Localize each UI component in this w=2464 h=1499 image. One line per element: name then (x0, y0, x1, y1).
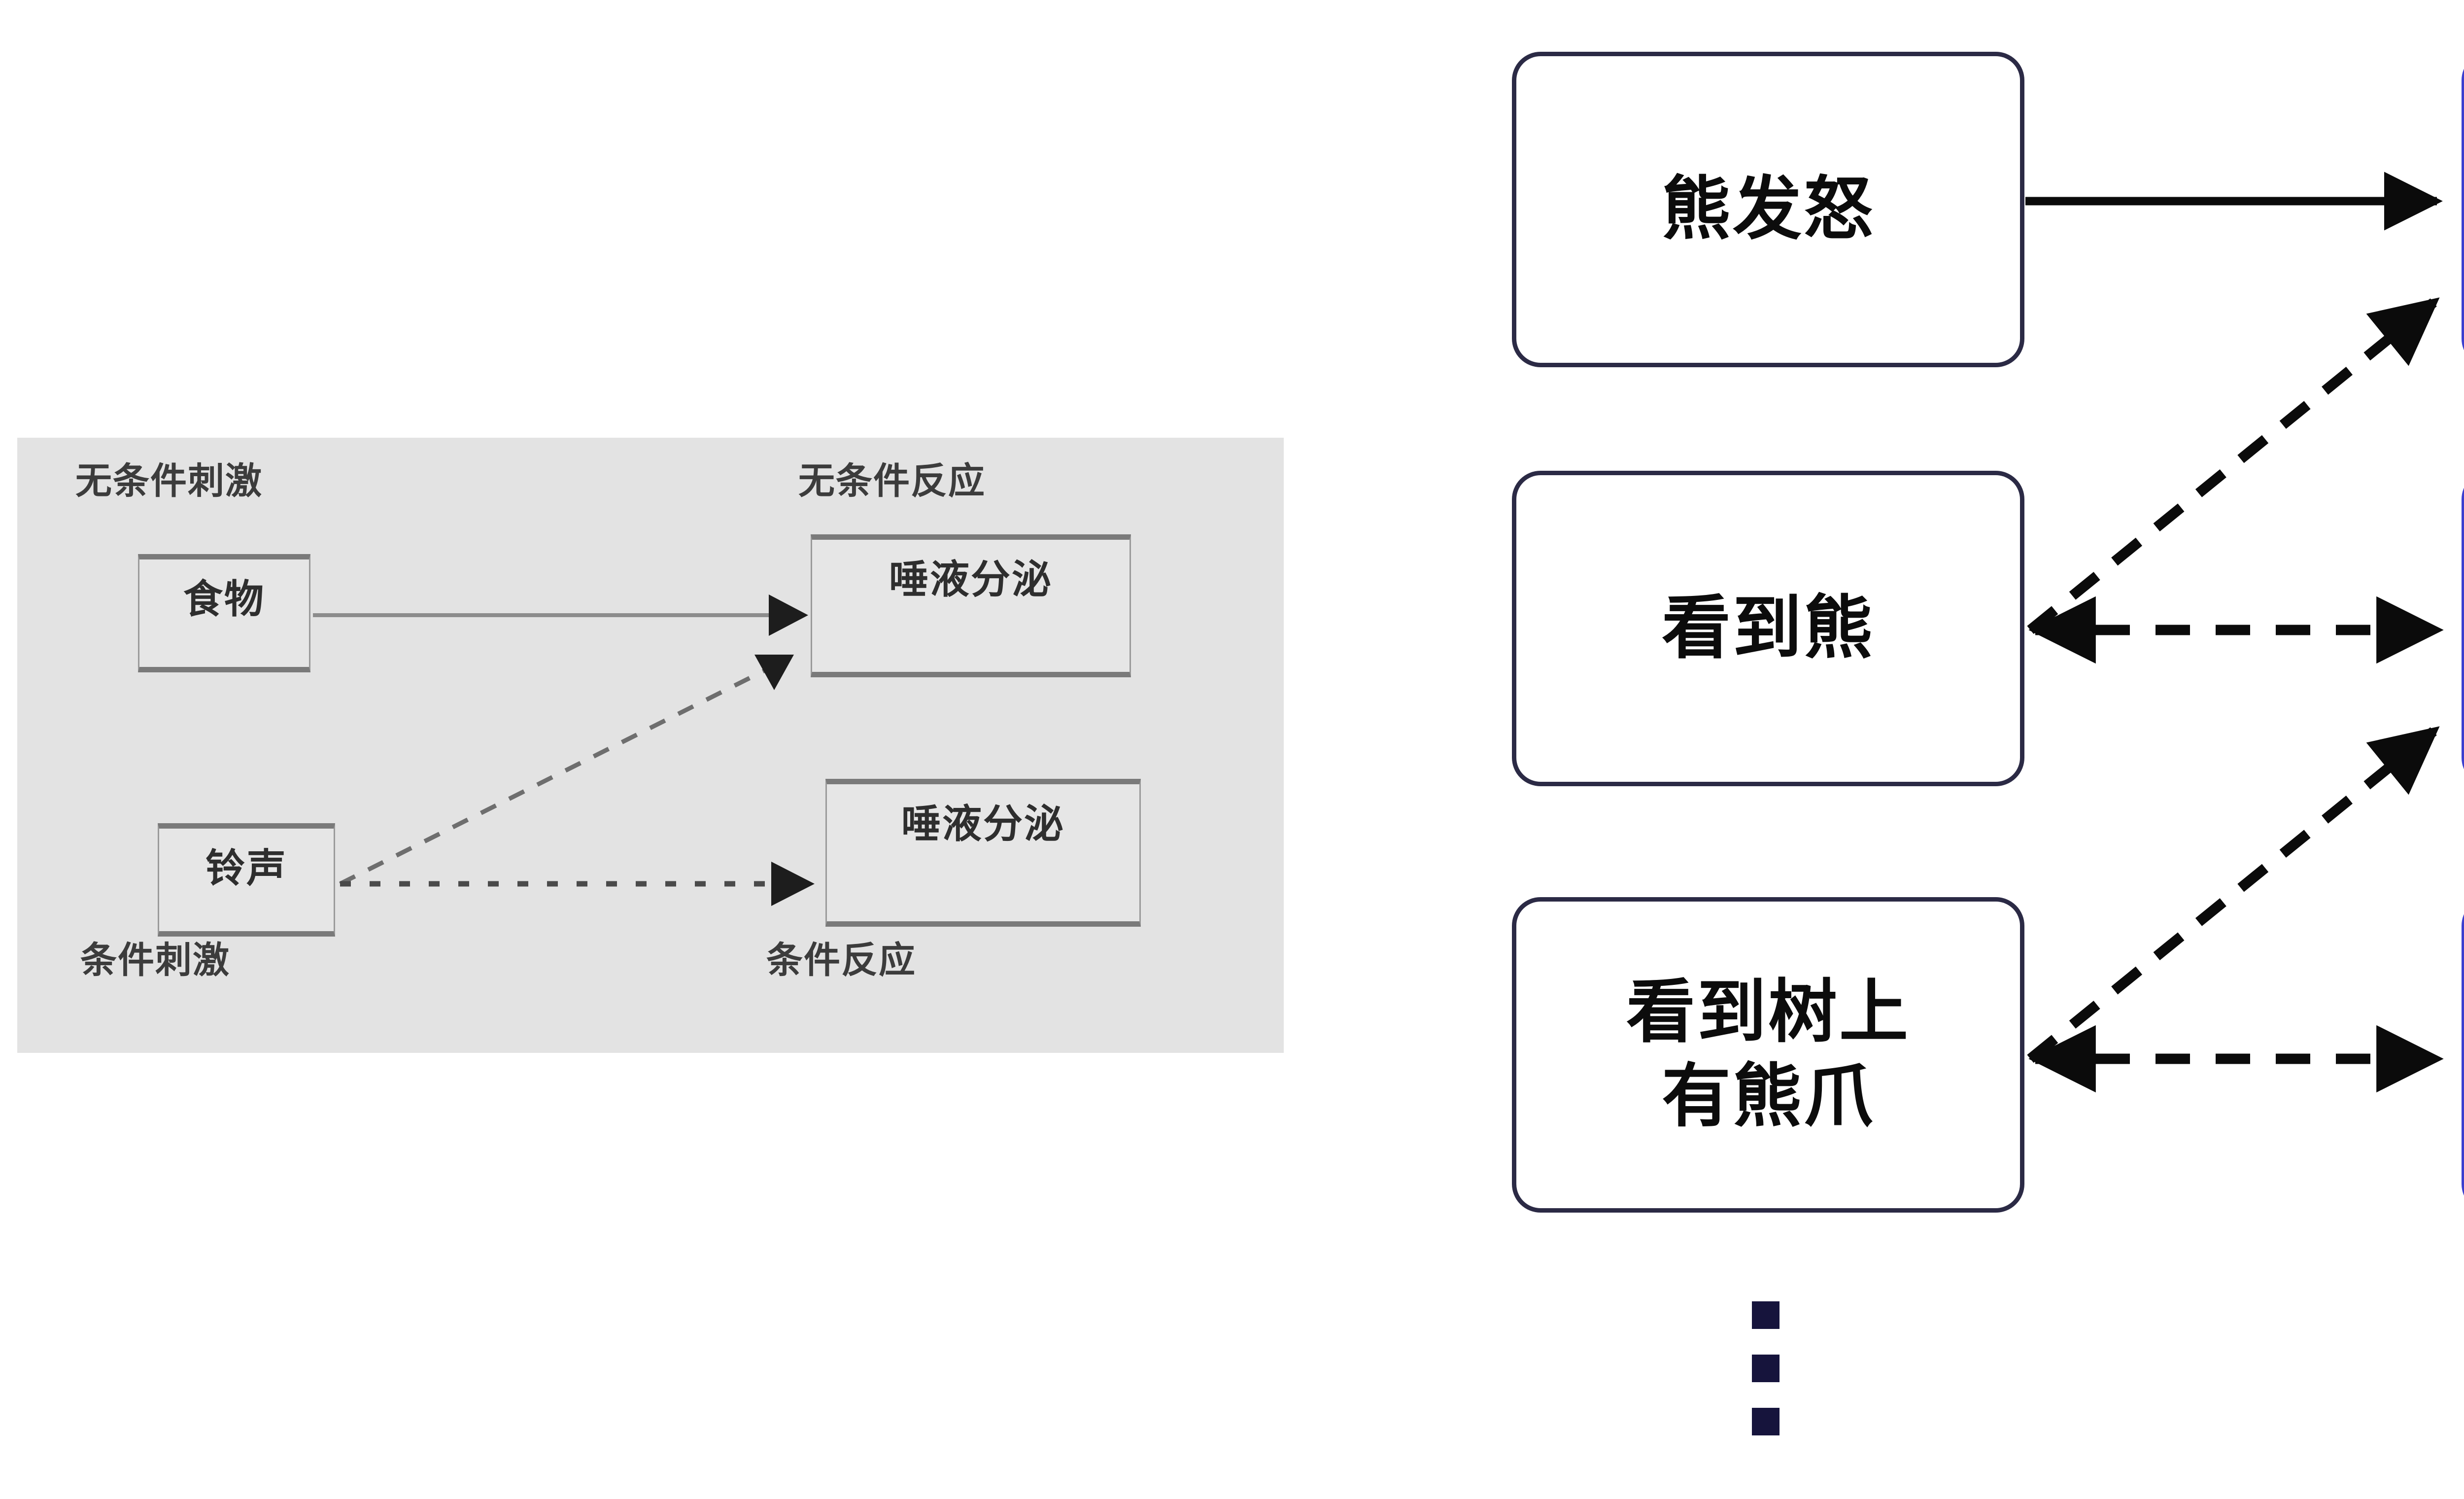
box-bell: 铃声 (158, 823, 335, 937)
box-see-bear-label: 看到熊 (1661, 588, 1875, 668)
box-salivation-bottom: 唾液分泌 (825, 779, 1141, 927)
label-conditioned-response: 条件反应 (766, 939, 916, 981)
label-unconditioned-stimulus: 无条件刺激 (75, 460, 263, 502)
box-salivation-bottom-label: 唾液分泌 (901, 801, 1065, 847)
box-salivation-top: 唾液分泌 (811, 534, 1131, 677)
label-conditioned-stimulus: 条件刺激 (80, 939, 230, 981)
ellipsis-square (1752, 1301, 1780, 1329)
box-bear-angry-label: 熊发怒 (1661, 169, 1875, 249)
box-reward: 奖励 (2462, 52, 2464, 367)
ellipsis-square (1752, 1355, 1780, 1382)
left-column-ellipsis (1752, 1301, 1780, 1435)
box-salivation-top-label: 唾液分泌 (889, 557, 1053, 602)
arrow-bell-to-salivation-bottom (340, 862, 815, 906)
box-claw-line-2: 有熊爪 (1661, 1056, 1875, 1137)
box-bear-angry: 熊发怒 (1512, 52, 2024, 367)
box-claw-on-tree-label: 看到树上 有熊爪 (1626, 971, 1910, 1139)
box-claw-on-tree: 看到树上 有熊爪 (1512, 897, 2024, 1213)
ellipsis-square (1752, 1408, 1780, 1435)
arrow-bell-to-salivation-top (339, 655, 794, 886)
label-unconditioned-response: 无条件反应 (798, 460, 986, 502)
connection-see-bear-to-reward (2027, 297, 2440, 634)
box-value-state: V(s) (2462, 897, 2464, 1213)
box-claw-line-1: 看到树上 (1626, 972, 1910, 1053)
arrow-food-to-salivation (313, 594, 808, 636)
connection-claw-to-value-next-state (2027, 726, 2440, 1063)
box-food-label: 食物 (183, 576, 265, 622)
classical-conditioning-arrows (313, 594, 815, 906)
box-food: 食物 (138, 554, 310, 672)
box-value-next-state: V(s′) (2462, 471, 2464, 786)
box-bell-label: 铃声 (205, 845, 287, 891)
classical-conditioning-panel: 无条件刺激 无条件反应 条件刺激 条件反应 食物 铃声 唾液分泌 唾液分泌 (17, 438, 1284, 1053)
box-see-bear: 看到熊 (1512, 471, 2024, 786)
